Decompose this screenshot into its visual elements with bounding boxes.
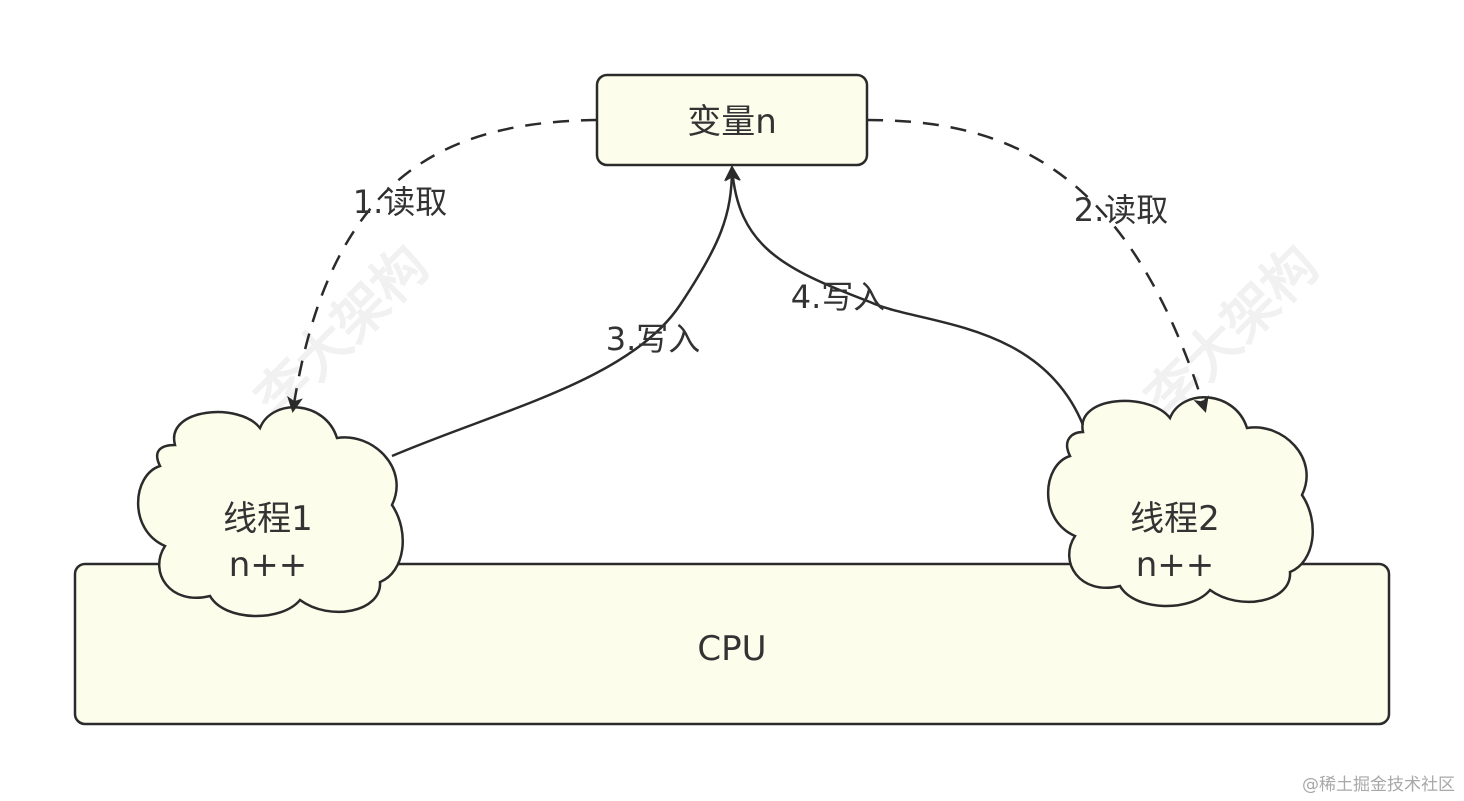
cpu-box xyxy=(73,562,1391,726)
edge-write4-label: 4.写入 xyxy=(791,278,886,316)
thread1-node[interactable]: 线程1 n++ xyxy=(136,406,404,618)
cpu-node[interactable]: CPU xyxy=(73,562,1391,726)
thread2-cloud xyxy=(1046,396,1314,608)
edge-read1-label: 1.读取 xyxy=(353,183,448,221)
thread1-cloud xyxy=(136,406,404,618)
cpu-label: CPU xyxy=(697,629,766,669)
variable-label: 变量n xyxy=(687,102,777,142)
thread1-title: 线程1 xyxy=(223,499,313,539)
watermark-right: 李大架构 xyxy=(1133,233,1330,430)
edge-write3-label: 3.写入 xyxy=(606,320,701,358)
edge-read2-label: 2.读取 xyxy=(1074,191,1169,229)
edge-write4[interactable] xyxy=(725,165,1085,426)
watermark-left: 李大架构 xyxy=(243,233,440,430)
thread2-title: 线程2 xyxy=(1130,499,1220,539)
edge-read1[interactable] xyxy=(287,118,598,413)
edge-write3[interactable] xyxy=(391,165,740,458)
thread2-node[interactable]: 线程2 n++ xyxy=(1046,396,1314,608)
thread2-op: n++ xyxy=(1136,545,1215,585)
variable-node[interactable]: 变量n xyxy=(595,73,869,167)
credit-text: @稀土掘金技术社区 xyxy=(1302,775,1455,795)
edge-read2[interactable] xyxy=(866,118,1209,413)
thread1-op: n++ xyxy=(229,545,308,585)
